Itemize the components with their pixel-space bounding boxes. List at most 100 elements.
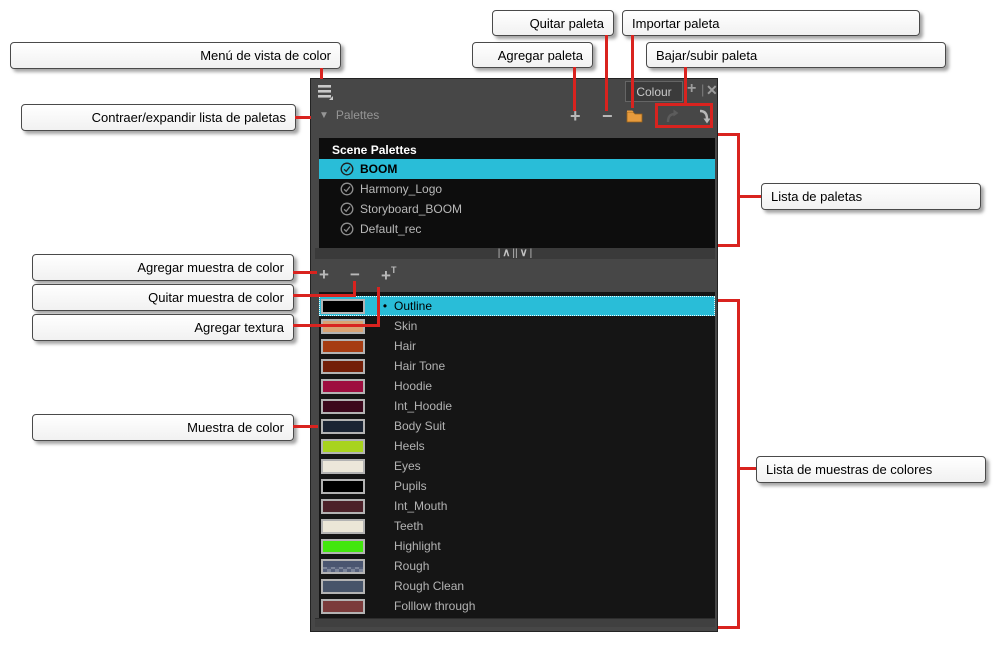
swatch-row[interactable]: • Rough	[319, 556, 715, 576]
remove-palette-button[interactable]: −	[602, 106, 613, 126]
move-palette-up-button[interactable]	[665, 108, 682, 130]
callout-agregar-paleta: Agregar paleta	[472, 42, 593, 68]
swatch-row[interactable]: • Highlight	[319, 536, 715, 556]
swatch-row[interactable]: • Int_Hoodie	[319, 396, 715, 416]
add-swatch-button[interactable]: +	[319, 265, 329, 284]
color-swatch-chip[interactable]	[321, 358, 365, 374]
color-swatch-chip[interactable]	[321, 458, 365, 474]
callout-label: Lista de paletas	[771, 189, 863, 204]
swatch-row[interactable]: • Pupils	[319, 476, 715, 496]
swatch-name: Rough Clean	[394, 579, 465, 593]
swatch-name: Folllow through	[394, 599, 476, 613]
tab-colour[interactable]: Colour	[625, 81, 683, 102]
hamburger-menu-icon	[318, 85, 333, 100]
check-circle-icon	[340, 222, 354, 236]
tab-label: Colour	[636, 84, 672, 99]
splitter-up-icon[interactable]: ∧	[502, 247, 511, 259]
callout-label: Bajar/subir paleta	[656, 47, 758, 63]
connector-agregar-textura-h	[293, 324, 380, 327]
connector-agregar-paleta	[573, 67, 576, 111]
swatch-row[interactable]: • Eyes	[319, 456, 715, 476]
remove-swatch-button[interactable]: −	[350, 265, 360, 284]
callout-quitar-muestra: Quitar muestra de color	[32, 284, 294, 311]
annotation-box-move-arrows	[655, 103, 713, 128]
add-texture-button[interactable]: +T	[381, 265, 396, 286]
panel-footer	[315, 618, 715, 627]
bracket-palettes-connector	[740, 195, 761, 198]
view-menu-button[interactable]	[316, 83, 338, 101]
connector-bajar-subir	[684, 67, 687, 104]
colour-view-panel: Colour + | ✕ ▼ Palettes + −	[310, 78, 718, 632]
swatch-row[interactable]: • Rough Clean	[319, 576, 715, 596]
folder-icon	[626, 110, 643, 123]
color-swatch-chip[interactable]	[321, 558, 365, 574]
swatch-row[interactable]: • Hair Tone	[319, 356, 715, 376]
color-swatch-chip[interactable]	[321, 418, 365, 434]
chevron-down-icon[interactable]: ▼	[319, 109, 329, 121]
palette-row[interactable]: Default_rec	[319, 219, 715, 239]
color-swatch-chip[interactable]	[321, 398, 365, 414]
callout-label: Muestra de color	[187, 420, 284, 435]
callout-label: Importar paleta	[632, 15, 720, 31]
tab-separator: |	[701, 82, 705, 97]
palette-row[interactable]: Storyboard_BOOM	[319, 199, 715, 219]
callout-contraer-expandir: Contraer/expandir lista de paletas	[21, 104, 296, 131]
swatch-row[interactable]: • Body Suit	[319, 416, 715, 436]
connector-quitar-paleta	[605, 35, 608, 111]
splitter-down-icon[interactable]: ∨	[519, 247, 528, 259]
swatch-row[interactable]: • Hair	[319, 336, 715, 356]
check-circle-icon	[340, 162, 354, 176]
swatch-name: Body Suit	[394, 419, 446, 433]
connector-quitar-muestra-v	[353, 281, 356, 297]
bracket-palettes-top	[718, 133, 740, 136]
swatch-row[interactable]: • Teeth	[319, 516, 715, 536]
swatch-name: Teeth	[394, 519, 424, 533]
palette-list-items: BOOM Harmony_Logo Storyboard_BOOM	[319, 159, 715, 239]
callout-menu-de-vista-de-color: Menú de vista de color	[10, 42, 341, 69]
color-swatch-chip[interactable]	[321, 438, 365, 454]
add-palette-button[interactable]: +	[570, 106, 581, 126]
color-swatch-chip[interactable]	[321, 598, 365, 614]
splitter-pipe: |	[497, 248, 501, 259]
color-swatch-chip[interactable]	[321, 518, 365, 534]
callout-label: Lista de muestras de colores	[766, 462, 933, 477]
palette-name: Storyboard_BOOM	[360, 202, 463, 216]
color-swatch-chip[interactable]	[321, 478, 365, 494]
close-view-icon[interactable]: ✕	[706, 82, 718, 98]
palettes-section-label: Palettes	[335, 108, 380, 122]
swatch-name: Hair Tone	[394, 359, 446, 373]
color-swatch-chip[interactable]	[321, 498, 365, 514]
callout-agregar-textura: Agregar textura	[32, 314, 294, 341]
palette-row[interactable]: BOOM	[319, 159, 715, 179]
add-view-icon[interactable]: +	[687, 80, 697, 97]
palette-row[interactable]: Harmony_Logo	[319, 179, 715, 199]
import-palette-button[interactable]	[626, 109, 643, 128]
swatch-name: Pupils	[394, 479, 427, 493]
bracket-palettes-vertical	[737, 133, 740, 247]
swatch-row[interactable]: • Hoodie	[319, 376, 715, 396]
color-swatch-chip[interactable]	[321, 378, 365, 394]
palette-list: Scene Palettes BOOM Harmony_Logo	[319, 138, 715, 248]
swatch-name: Highlight	[394, 539, 441, 553]
swatch-row[interactable]: • Int_Mouth	[319, 496, 715, 516]
color-swatch-chip[interactable]	[321, 578, 365, 594]
swatch-row[interactable]: • Heels	[319, 436, 715, 456]
callout-quitar-paleta: Quitar paleta	[492, 10, 614, 36]
swatch-row[interactable]: • Folllow through	[319, 596, 715, 616]
swatch-row[interactable]: • Outline	[319, 296, 715, 316]
callout-label: Agregar textura	[194, 320, 284, 335]
palettes-collapse-toggle[interactable]: ▼ Palettes	[319, 108, 379, 122]
color-swatch-chip[interactable]	[321, 538, 365, 554]
palette-name: Harmony_Logo	[360, 182, 443, 196]
bracket-swatches-connector	[740, 467, 756, 470]
callout-agregar-muestra: Agregar muestra de color	[32, 254, 294, 281]
connector-agregar-muestra	[293, 271, 317, 274]
move-palette-down-button[interactable]	[697, 108, 714, 130]
splitter-handle[interactable]: |∧||∨|	[315, 248, 715, 259]
color-swatch-chip[interactable]	[321, 338, 365, 354]
swatch-name: Int_Hoodie	[394, 399, 453, 413]
splitter-pipes: ||	[512, 248, 518, 259]
callout-label: Quitar muestra de color	[148, 290, 284, 305]
color-swatch-chip[interactable]	[321, 298, 365, 314]
